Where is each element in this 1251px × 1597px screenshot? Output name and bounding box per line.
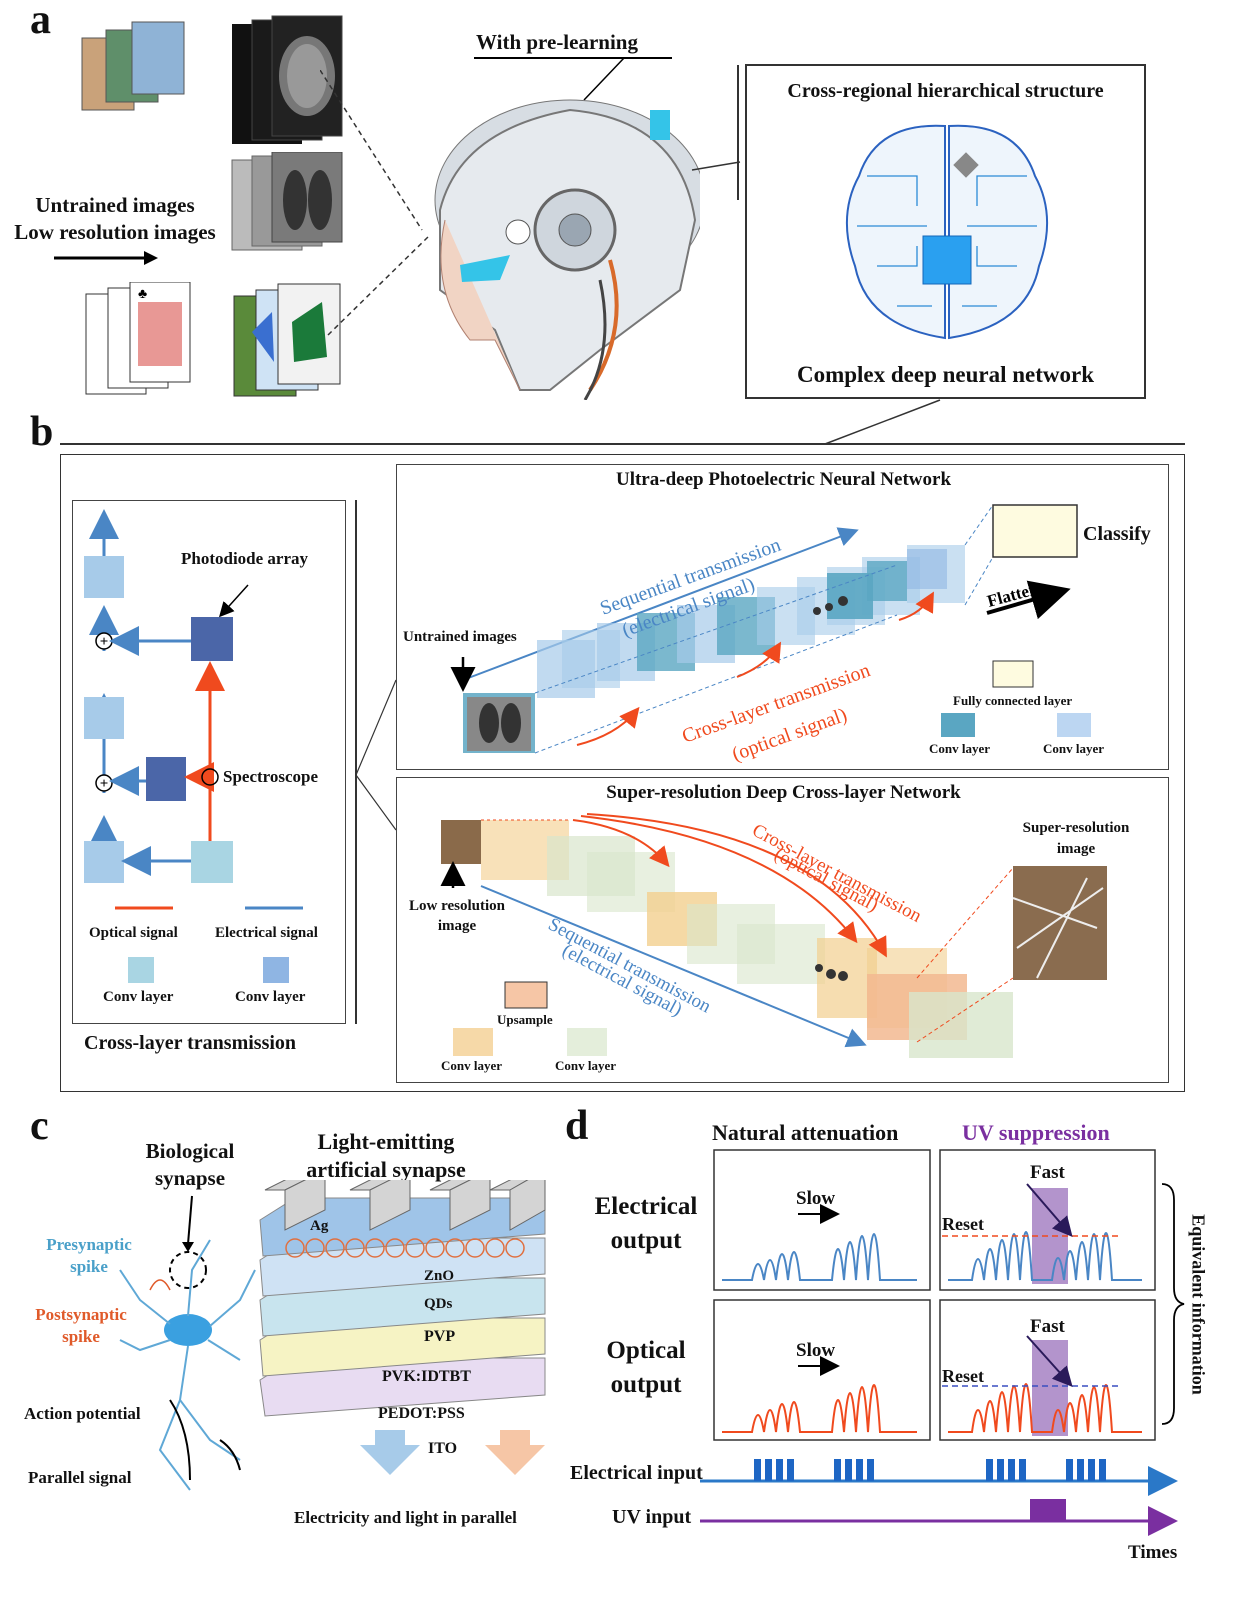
cross-regional-box: Cross-regional hierarchical structure Co… — [745, 64, 1146, 399]
conv-layer-legend-green: Conv layer — [555, 1058, 617, 1073]
optical-output-line1: Optical — [606, 1337, 686, 1364]
fully-connected-legend: Fully connected layer — [953, 693, 1073, 708]
layer-ag: Ag — [310, 1218, 329, 1234]
postsynaptic-label-line2: spike — [62, 1327, 100, 1346]
optical-output-line2: output — [610, 1371, 682, 1398]
conv-layer-legend-2: Conv layer — [235, 989, 306, 1005]
cross-regional-title: Cross-regional hierarchical structure — [787, 80, 1104, 102]
electrical-signal-legend: Electrical signal — [215, 925, 318, 941]
equivalent-brace — [1161, 1183, 1185, 1425]
panel-b-header-line — [60, 399, 1185, 445]
layer-pvp: PVP — [424, 1328, 456, 1345]
cross-layer-diagram: + + Photodiode array Spectroscope Optica… — [72, 500, 346, 1024]
conv-layer-legend-1: Conv layer — [103, 989, 174, 1005]
gaze-dashed-lines — [320, 70, 431, 336]
svg-text:+: + — [100, 634, 109, 650]
parallel-signal-label: Parallel signal — [28, 1468, 132, 1487]
bracket-connectors — [355, 500, 397, 1024]
biological-synapse-line2: synapse — [154, 1166, 226, 1190]
biological-synapse-line1: Biological — [145, 1139, 235, 1163]
slow-label-optical: Slow — [796, 1340, 836, 1361]
low-res-label-line1: Low resolution — [409, 898, 505, 914]
uv-suppression-header: UV suppression — [962, 1120, 1110, 1145]
natural-attenuation-header: Natural attenuation — [712, 1120, 899, 1145]
butterfly-image-stack — [233, 283, 341, 397]
uv-input-label: UV input — [612, 1506, 692, 1528]
super-res-label-line1: Super-resolution — [1022, 820, 1130, 836]
playing-cards-stack: ♣ — [85, 282, 191, 395]
times-axis-label: Times — [1128, 1542, 1178, 1563]
ultra-deep-schematic: Sequential transmission (electrical sign… — [450, 504, 1091, 766]
svg-text:+: + — [100, 776, 109, 792]
conv-layer-legend-orange: Conv layer — [441, 1058, 503, 1073]
input-label-untrained: Untrained images — [35, 193, 195, 217]
signal-plots — [713, 1149, 1156, 1441]
postsynaptic-label-line1: Postsynaptic — [35, 1305, 127, 1324]
classify-label: Classify — [1083, 523, 1151, 545]
svg-text:♣: ♣ — [138, 287, 147, 302]
xray-image-stack — [231, 152, 343, 251]
input-arrow — [54, 251, 158, 265]
action-potential-label: Action potential — [24, 1404, 141, 1423]
upsample-legend: Upsample — [497, 1012, 553, 1027]
super-res-title: Super-resolution Deep Cross-layer Networ… — [606, 782, 961, 803]
input-timelines — [700, 1459, 1178, 1536]
device-stack-illustration — [259, 1180, 546, 1475]
cross-layer-schematic: + + — [84, 509, 303, 983]
electrical-input-label: Electrical input — [570, 1462, 703, 1484]
conv-layer-legend-dark: Conv layer — [929, 741, 991, 756]
reset-label-optical: Reset — [942, 1366, 984, 1386]
super-resolution-panel: Super-resolution Deep Cross-layer Networ… — [396, 777, 1169, 1083]
optical-signal-legend: Optical signal — [89, 925, 178, 941]
super-res-label-line2: image — [1056, 841, 1096, 857]
layer-pvk-idtbt: PVK:IDTBT — [382, 1368, 471, 1385]
presynaptic-label-line2: spike — [70, 1257, 108, 1276]
panel-label-a: a — [30, 0, 51, 43]
les-title-line2: artificial synapse — [306, 1157, 466, 1182]
photodiode-label: Photodiode array — [181, 549, 309, 568]
super-resolution-schematic: Cross-layer transmission (optical signal… — [440, 813, 1107, 1058]
equivalent-information-label: Equivalent information — [1188, 1214, 1209, 1395]
parallel-caption: Electricity and light in parallel — [294, 1508, 517, 1527]
connector-line-a — [691, 65, 741, 200]
presynaptic-label-line1: Presynaptic — [46, 1235, 132, 1254]
spectroscope-label: Spectroscope — [223, 767, 319, 786]
fast-label-electrical: Fast — [1030, 1162, 1065, 1183]
panel-label-d: d — [565, 1103, 589, 1149]
les-title-line1: Light-emitting — [317, 1129, 455, 1154]
layer-ito: ITO — [428, 1440, 458, 1457]
input-label-low-res: Low resolution images — [14, 220, 216, 244]
neuron-illustration — [119, 1195, 256, 1491]
complex-dnn-caption: Complex deep neural network — [796, 362, 1095, 387]
layer-zno: ZnO — [424, 1268, 455, 1284]
reset-label-electrical: Reset — [942, 1214, 984, 1234]
layer-qds: QDs — [424, 1296, 453, 1312]
mri-image-stack — [232, 15, 343, 144]
electrical-output-line1: Electrical — [594, 1193, 698, 1220]
layer-pedot-pss: PEDOT:PSS — [378, 1405, 465, 1422]
circuit-brain-icon — [846, 124, 1048, 340]
ultra-deep-network-panel: Ultra-deep Photoelectric Neural Network — [396, 464, 1169, 770]
conv-layer-legend-light: Conv layer — [1043, 741, 1105, 756]
ultra-deep-title: Ultra-deep Photoelectric Neural Network — [615, 469, 952, 490]
landscape-image-stack — [81, 21, 185, 111]
cross-layer-caption: Cross-layer transmission — [84, 1032, 297, 1054]
fast-label-optical: Fast — [1030, 1316, 1065, 1337]
untrained-images-label: Untrained images — [403, 629, 517, 645]
with-pre-learning-label: With pre-learning — [476, 30, 638, 54]
electrical-output-line2: output — [610, 1227, 682, 1254]
panel-label-b: b — [30, 409, 54, 455]
pre-learning-underline — [474, 57, 672, 101]
robot-head-illustration — [434, 99, 700, 400]
low-res-label-line2: image — [437, 918, 477, 934]
panel-label-c: c — [30, 1103, 49, 1149]
slow-label-electrical: Slow — [796, 1188, 836, 1209]
